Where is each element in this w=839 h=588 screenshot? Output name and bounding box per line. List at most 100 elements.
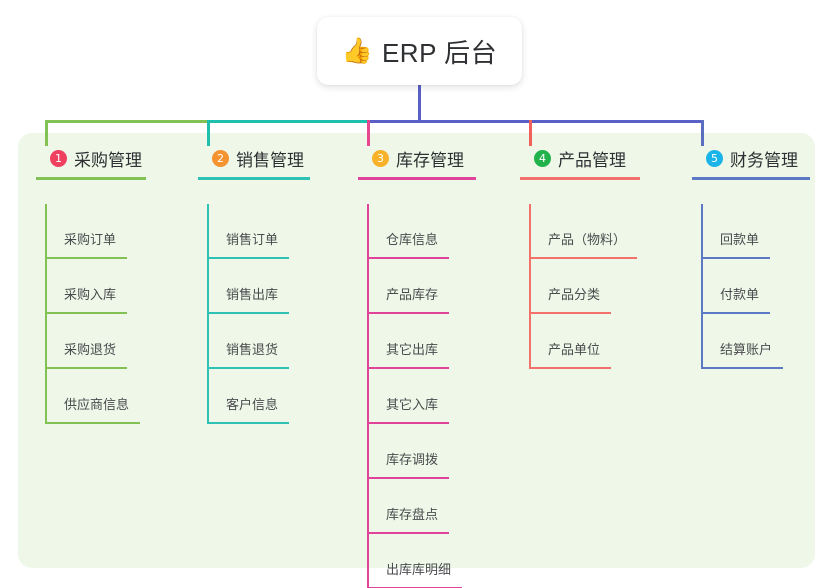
column-header-2[interactable]: 2 销售管理 xyxy=(198,146,310,180)
root-node-title: ERP 后台 xyxy=(381,37,498,68)
leaf-rule xyxy=(207,367,289,369)
leaf-label: 采购退货 xyxy=(64,342,117,357)
column-badge-3: 3 xyxy=(372,149,389,167)
diagram-background-panel xyxy=(18,133,815,568)
leaf-label: 出库库明细 xyxy=(386,562,452,577)
leaf-list: 产品（物料） 产品分类产品单位 xyxy=(520,204,637,369)
leaf-label: 产品库存 xyxy=(386,287,439,302)
column-header-rule xyxy=(36,177,146,180)
thumbs-up-icon: 👍 xyxy=(341,36,373,65)
leaf-item[interactable]: 付款单 xyxy=(692,259,798,314)
drop-stub-4 xyxy=(529,120,532,146)
leaf-item[interactable]: 销售退货 xyxy=(198,314,304,369)
leaf-item[interactable]: 其它出库 xyxy=(358,314,464,369)
leaf-label: 其它入库 xyxy=(386,397,439,412)
leaf-label: 回款单 xyxy=(720,232,760,247)
leaf-rule xyxy=(529,257,637,259)
leaf-item[interactable]: 采购入库 xyxy=(36,259,142,314)
leaf-label: 采购入库 xyxy=(64,287,117,302)
leaf-rule xyxy=(45,422,140,424)
leaf-rule xyxy=(529,312,611,314)
leaf-rule xyxy=(45,312,127,314)
bus-segment-purchase xyxy=(45,120,210,123)
leaf-rule xyxy=(45,367,127,369)
leaf-rule xyxy=(701,312,770,314)
leaf-item[interactable]: 库存盘点 xyxy=(358,479,464,534)
leaf-rule xyxy=(367,312,449,314)
leaf-item[interactable]: 仓库信息 xyxy=(358,204,464,259)
column-badge-1: 1 xyxy=(50,149,67,167)
leaf-item[interactable]: 产品（物料） xyxy=(520,204,637,259)
root-node-erp-backend[interactable]: 👍 ERP 后台 xyxy=(317,17,522,85)
leaf-label: 采购订单 xyxy=(64,232,117,247)
leaf-item[interactable]: 库存调拨 xyxy=(358,424,464,479)
column-badge-5: 5 xyxy=(706,149,723,167)
column-title: 库存管理 xyxy=(396,150,464,170)
leaf-rule xyxy=(529,367,611,369)
leaf-item[interactable]: 销售订单 xyxy=(198,204,304,259)
leaf-label: 销售退货 xyxy=(226,342,279,357)
column-header-rule xyxy=(520,177,640,180)
column-spine xyxy=(367,204,369,588)
leaf-list: 销售订单销售出库销售退货客户信息 xyxy=(198,204,304,424)
leaf-label: 产品单位 xyxy=(548,342,601,357)
leaf-rule xyxy=(367,532,449,534)
column-header-5[interactable]: 5 财务管理 xyxy=(692,146,810,180)
leaf-item[interactable]: 采购退货 xyxy=(36,314,142,369)
leaf-item[interactable]: 供应商信息 xyxy=(36,369,142,424)
leaf-item[interactable]: 销售出库 xyxy=(198,259,304,314)
column-header-4[interactable]: 4 产品管理 xyxy=(520,146,640,180)
column-title: 采购管理 xyxy=(74,150,142,170)
leaf-rule xyxy=(207,312,289,314)
drop-stub-2 xyxy=(207,120,210,146)
leaf-item[interactable]: 出库库明细 xyxy=(358,534,464,588)
leaf-item[interactable]: 结算账户 xyxy=(692,314,798,369)
leaf-label: 结算账户 xyxy=(720,342,773,357)
leaf-list: 仓库信息产品库存其它出库其它入库库存调拨库存盘点出库库明细 xyxy=(358,204,464,588)
leaf-item[interactable]: 产品单位 xyxy=(520,314,626,369)
column-title: 产品管理 xyxy=(558,150,626,170)
column-badge-4: 4 xyxy=(534,149,551,167)
column-spine xyxy=(45,204,47,424)
column-库存管理: 3 库存管理仓库信息产品库存其它出库其它入库库存调拨库存盘点出库库明细 xyxy=(358,146,476,588)
leaf-item[interactable]: 采购订单 xyxy=(36,204,142,259)
column-badge-2: 2 xyxy=(212,149,229,167)
drop-stub-1 xyxy=(45,120,48,146)
leaf-item[interactable]: 客户信息 xyxy=(198,369,304,424)
bus-segment-sales xyxy=(207,120,370,123)
leaf-item[interactable]: 回款单 xyxy=(692,204,798,259)
column-header-3[interactable]: 3 库存管理 xyxy=(358,146,476,180)
leaf-label: 销售订单 xyxy=(226,232,279,247)
drop-stub-5 xyxy=(701,120,704,146)
leaf-rule xyxy=(367,257,449,259)
column-spine xyxy=(207,204,209,424)
column-header-rule xyxy=(358,177,476,180)
leaf-label: 产品（物料） xyxy=(548,232,627,247)
leaf-rule xyxy=(701,257,770,259)
leaf-item[interactable]: 产品分类 xyxy=(520,259,626,314)
column-spine xyxy=(529,204,531,369)
leaf-item[interactable]: 产品库存 xyxy=(358,259,464,314)
leaf-list: 回款单付款单结算账户 xyxy=(692,204,798,369)
column-财务管理: 5 财务管理回款单付款单结算账户 xyxy=(692,146,810,369)
column-采购管理: 1 采购管理采购订单采购入库采购退货供应商信息 xyxy=(36,146,146,424)
leaf-list: 采购订单采购入库采购退货供应商信息 xyxy=(36,204,142,424)
column-title: 销售管理 xyxy=(236,150,304,170)
leaf-item[interactable]: 其它入库 xyxy=(358,369,464,424)
column-销售管理: 2 销售管理销售订单销售出库销售退货客户信息 xyxy=(198,146,310,424)
leaf-rule xyxy=(207,422,289,424)
leaf-label: 库存盘点 xyxy=(386,507,439,522)
leaf-label: 客户信息 xyxy=(226,397,279,412)
leaf-label: 销售出库 xyxy=(226,287,279,302)
column-title: 财务管理 xyxy=(730,150,798,170)
leaf-label: 仓库信息 xyxy=(386,232,439,247)
leaf-label: 产品分类 xyxy=(548,287,601,302)
column-header-rule xyxy=(692,177,810,180)
column-header-rule xyxy=(198,177,310,180)
leaf-rule xyxy=(367,477,449,479)
leaf-label: 其它出库 xyxy=(386,342,439,357)
leaf-rule xyxy=(701,367,783,369)
column-header-1[interactable]: 1 采购管理 xyxy=(36,146,146,180)
leaf-label: 供应商信息 xyxy=(64,397,130,412)
leaf-rule xyxy=(367,367,449,369)
